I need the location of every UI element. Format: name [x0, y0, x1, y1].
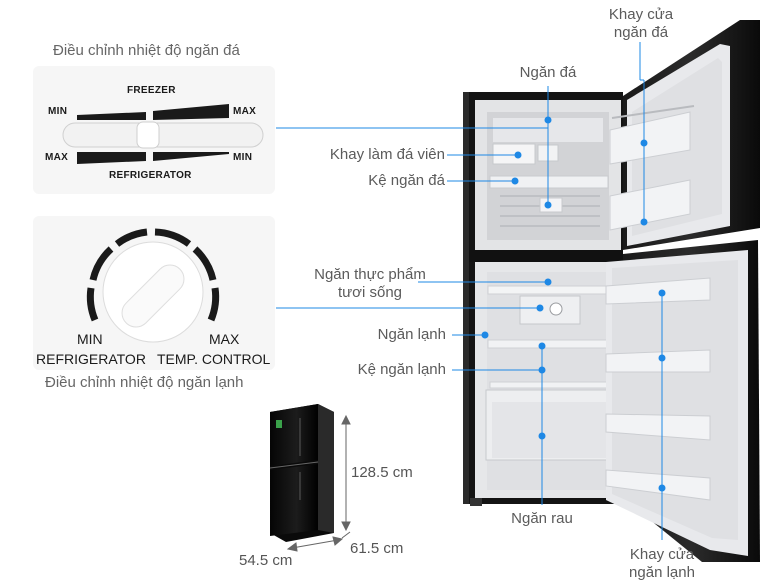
- label-freezer-shelf: Kệ ngăn đá: [368, 172, 445, 189]
- label-fresh-food-line2: tươi sống: [337, 284, 403, 301]
- label-ice-tray: Khay làm đá viên: [329, 146, 445, 163]
- dial-temp-control-label: TEMP. CONTROL: [157, 351, 271, 367]
- fridge-control-caption: Điều chỉnh nhiệt độ ngăn lạnh: [45, 374, 244, 391]
- label-fridge-door-tray-line1: Khay cửa: [629, 546, 695, 563]
- fridge-dial-panel: MIN MAX REFRIGERATOR TEMP. CONTROL: [33, 216, 275, 370]
- label-fresh-food-line1: Ngăn thực phẩm: [314, 266, 426, 283]
- fridge-dial-graphic: [86, 228, 220, 343]
- refrigerator-max-label: MAX: [45, 152, 69, 163]
- freezer-control-panel: FREEZER MIN MAX MAX MIN REFRIGERATOR: [33, 66, 275, 194]
- label-vegetable-drawer: Ngăn rau: [511, 510, 573, 527]
- label-freezer-door-tray: Khay cửa ngăn đá: [596, 6, 686, 42]
- dimension-height: 128.5 cm: [351, 464, 413, 481]
- freezer-slider-graphic: [62, 104, 264, 164]
- dial-max-label: MAX: [209, 331, 240, 347]
- label-freezer-door-tray-line1: Khay cửa: [608, 6, 674, 23]
- freezer-min-label: MIN: [48, 106, 68, 117]
- freezer-label: FREEZER: [127, 85, 176, 96]
- dimension-depth: 61.5 cm: [350, 540, 404, 557]
- label-chiller: Ngăn lạnh: [377, 326, 446, 343]
- label-fridge-door-tray: Khay cửa ngăn lạnh: [616, 546, 708, 582]
- refrigerator-min-label: MIN: [233, 152, 253, 163]
- label-chiller-shelf: Kệ ngăn lạnh: [357, 361, 446, 378]
- label-freezer-compartment: Ngăn đá: [519, 64, 577, 81]
- freezer-control-caption: Điều chỉnh nhiệt độ ngăn đá: [53, 42, 240, 59]
- label-freezer-door-tray-line2: ngăn đá: [613, 24, 669, 41]
- dimension-width: 54.5 cm: [239, 552, 293, 569]
- dial-min-label: MIN: [77, 331, 103, 347]
- label-fresh-food: Ngăn thực phẩm tươi sống: [306, 266, 434, 302]
- refrigerator-label: REFRIGERATOR: [109, 170, 192, 181]
- dial-refrigerator-label: REFRIGERATOR: [36, 351, 146, 367]
- label-fridge-door-tray-line2: ngăn lạnh: [629, 564, 695, 581]
- freezer-max-label: MAX: [233, 106, 257, 117]
